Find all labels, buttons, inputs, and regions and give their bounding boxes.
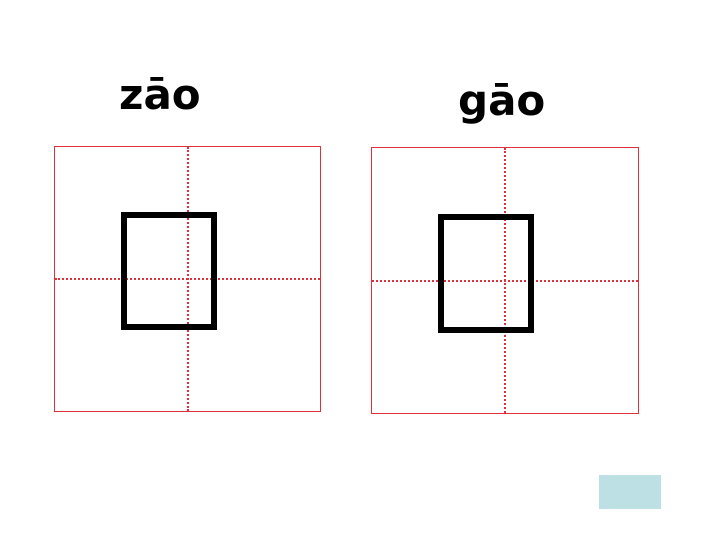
pinyin-label-gao: gāo <box>458 76 546 125</box>
next-slide-button[interactable] <box>599 475 661 509</box>
writing-grid-zao <box>54 146 321 412</box>
grid-horizontal-guide <box>55 278 320 280</box>
character-placeholder-zao <box>121 212 217 330</box>
pinyin-label-zao: zāo <box>119 70 201 119</box>
grid-horizontal-guide <box>372 279 638 282</box>
writing-grid-gao <box>371 147 639 414</box>
character-placeholder-gao <box>438 214 534 333</box>
